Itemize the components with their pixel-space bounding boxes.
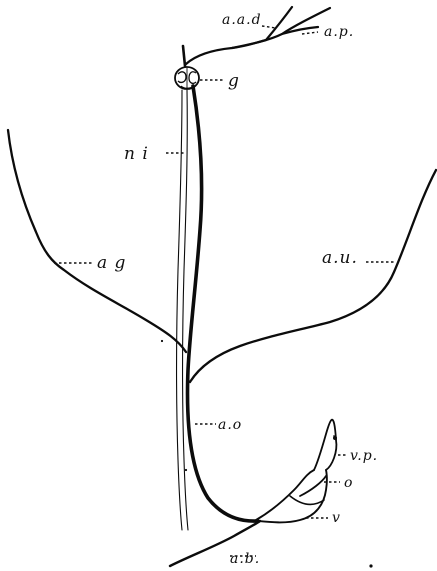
labels: a.a.d a.p. g n i a g a.u. a.o v.p. o v a… — [97, 12, 378, 567]
label-ap: a.p. — [324, 24, 354, 40]
nerve-left-line — [177, 90, 183, 530]
stray-dot — [369, 564, 372, 567]
label-ni: n i — [124, 144, 149, 164]
label-aad: a.a.d — [222, 12, 262, 28]
vessel-network — [8, 7, 436, 568]
uterine-artery — [190, 170, 436, 382]
label-ag: a g — [97, 253, 126, 273]
label-g: g — [228, 71, 240, 91]
nerve-right-line — [183, 90, 189, 530]
label-vp: v.p. — [350, 448, 378, 464]
label-o: o — [344, 475, 353, 491]
genital-artery — [8, 130, 186, 352]
leader-lines — [54, 26, 394, 556]
label-ao: a.o — [218, 417, 242, 433]
ganglion-stub — [183, 46, 185, 66]
label-ab: a.b. — [230, 551, 260, 567]
organ — [256, 420, 337, 523]
stray-dot — [185, 469, 187, 471]
stray-dot — [161, 340, 163, 342]
label-v: v — [332, 510, 341, 526]
aorta — [188, 86, 258, 521]
label-au: a.u. — [322, 248, 358, 268]
ganglion — [175, 67, 199, 89]
